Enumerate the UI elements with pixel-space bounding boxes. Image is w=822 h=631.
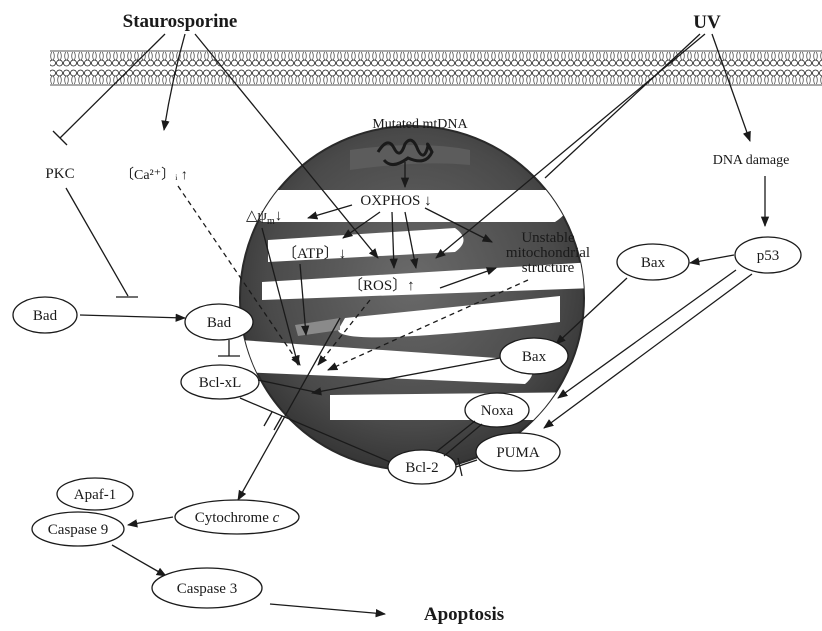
bad-left-label: Bad — [33, 308, 58, 324]
noxa-label: Noxa — [481, 403, 514, 419]
bad-left-to-bad-right-arrow — [80, 315, 185, 318]
caspase9-to-caspase3-arrow — [112, 545, 166, 576]
atp-label: 〔ATP〕↓ — [282, 245, 346, 262]
pkc-to-bad-inhibition — [66, 188, 128, 296]
dna-damage-label: DNA damage — [713, 153, 790, 168]
caspase9-label: Caspase 9 — [48, 522, 108, 538]
uv-to-dna-damage-arrow — [712, 34, 750, 141]
caspase3-label: Caspase 3 — [177, 581, 237, 597]
puma-label: PUMA — [496, 445, 540, 461]
uv-label: UV — [693, 12, 721, 33]
caspase3-to-apoptosis-arrow — [270, 604, 385, 614]
mutated-mtdna-label: Mutated mtDNA — [372, 117, 468, 132]
ros-label: 〔ROS〕↑ — [348, 277, 415, 294]
calcium-label: 〔Ca²⁺〕ᵢ ↑ — [120, 167, 188, 183]
bcl2-label: Bcl-2 — [405, 460, 438, 476]
p53-label: p53 — [757, 248, 780, 264]
bad-right-label: Bad — [207, 315, 232, 331]
apaf1-label: Apaf-1 — [74, 487, 116, 503]
oxphos-label: OXPHOS ↓ — [360, 193, 431, 209]
bcl-xl-label: Bcl-xL — [199, 375, 242, 391]
bax-top-label: Bax — [641, 255, 666, 271]
cytochrome-to-caspase9-arrow — [128, 517, 173, 525]
bax-mid-label: Bax — [522, 349, 547, 365]
cell-membrane — [50, 51, 822, 85]
pkc-label: PKC — [45, 166, 74, 182]
unstable-label-line1: Unstable — [521, 230, 575, 246]
unstable-label-line3: structure — [522, 260, 575, 276]
cytochrome-c-label: Cytochrome c — [195, 510, 280, 526]
staurosporine-to-pkc-inhibition — [60, 34, 165, 138]
bcl-xl-block-bar-1 — [264, 412, 272, 426]
unstable-label-line2: mitochondrial — [506, 245, 590, 261]
staurosporine-label: Staurosporine — [123, 11, 238, 32]
p53-to-bax-arrow — [690, 255, 734, 263]
apoptosis-label: Apoptosis — [424, 604, 504, 625]
